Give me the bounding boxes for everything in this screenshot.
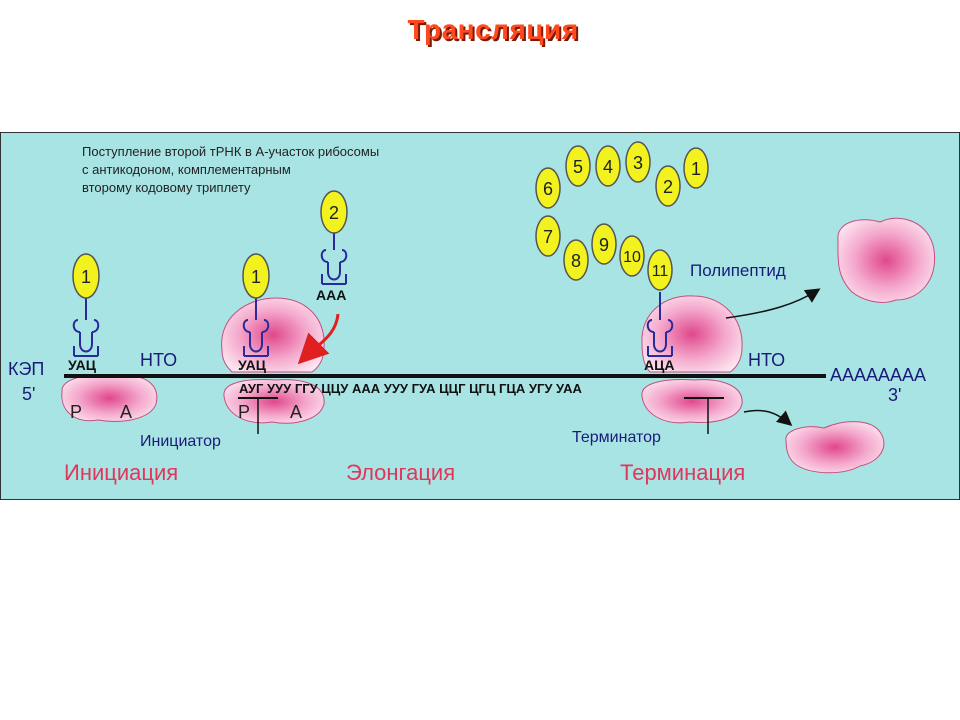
initiation-ribosome: P A: [61, 374, 158, 422]
trna-p-site: 1 УАЦ: [238, 253, 270, 373]
polypeptide-chain: 1 2 3 4 5 6 7 8 9 10 11: [535, 141, 709, 291]
anticodon-label: УАЦ: [238, 357, 267, 373]
polypeptide-label: Полипептид: [690, 261, 786, 280]
five-prime-label: 5': [22, 384, 35, 404]
nto-right-label: НТО: [748, 350, 785, 370]
peptide-bead: 2: [663, 177, 673, 197]
amino-acid-number: 2: [329, 203, 339, 223]
elongation-ribosome: P A: [221, 297, 325, 424]
stage-elongation: Элонгация: [346, 460, 455, 485]
codon-sequence: АУГ УУУ ГГУ ЦЦУ ААА УУУ ГУА ЦЦГ ЦГЦ ГЦА …: [239, 381, 583, 396]
three-prime-label: 3': [888, 385, 901, 405]
termination-ribosome: [641, 295, 743, 424]
initiator-label: Инициатор: [140, 433, 221, 450]
site-p-initiation: P: [70, 402, 82, 422]
trna-incoming-2: 2 ААА: [316, 190, 348, 303]
trna-terminal: АЦА: [644, 292, 674, 373]
terminator-label: Терминатор: [572, 429, 661, 446]
anticodon-label: УАЦ: [68, 357, 97, 373]
peptide-bead: 7: [543, 227, 553, 247]
peptide-bead: 10: [623, 249, 641, 266]
site-a-initiation: A: [120, 402, 132, 422]
polypeptide-arrow: [725, 288, 821, 319]
peptide-bead: 1: [691, 159, 701, 179]
stage-termination: Терминация: [620, 460, 745, 485]
trna-initiator-1: 1 УАЦ: [68, 253, 100, 373]
release-arrow: [743, 409, 793, 426]
peptide-bead: 5: [573, 157, 583, 177]
released-small-subunit: [785, 421, 885, 474]
peptide-bead: 11: [652, 263, 669, 280]
description-line-2: с антикодоном, комплементарным: [82, 162, 291, 177]
peptide-bead: 6: [543, 179, 553, 199]
nto-left-label: НТО: [140, 350, 177, 370]
peptide-bead: 3: [633, 153, 643, 173]
stage-initiation: Инициация: [64, 460, 178, 485]
description-line-1: Поступление второй тРНК в А-участок рибо…: [82, 144, 379, 159]
peptide-bead: 9: [599, 235, 609, 255]
poly-a-tail: AAAAAAAA: [830, 365, 926, 385]
amino-acid-number: 1: [251, 267, 261, 287]
anticodon-label: ААА: [316, 287, 346, 303]
description-line-3: второму кодовому триплету: [82, 180, 251, 195]
page-title: Трансляция: [407, 14, 579, 45]
released-large-subunit: [837, 217, 936, 303]
site-a-elongation: A: [290, 402, 302, 422]
site-p-elongation: P: [238, 402, 250, 422]
cap-label: КЭП: [8, 359, 44, 379]
amino-acid-number: 1: [81, 267, 91, 287]
peptide-bead: 4: [603, 157, 613, 177]
incoming-arrow: [297, 313, 340, 365]
anticodon-label: АЦА: [644, 357, 674, 373]
peptide-bead: 8: [571, 251, 581, 271]
